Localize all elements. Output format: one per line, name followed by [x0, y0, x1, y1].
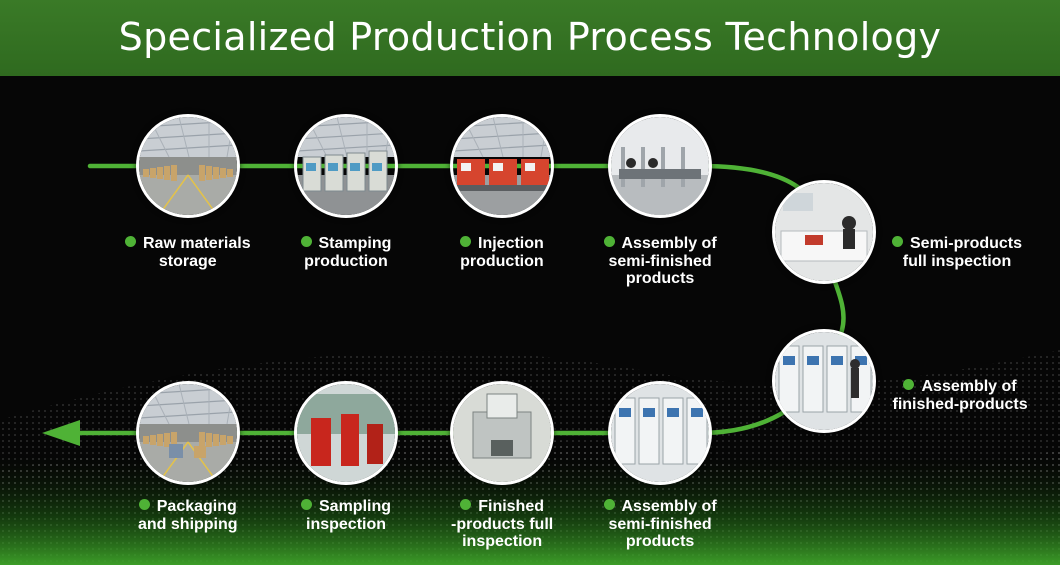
step-label-line: production	[460, 252, 544, 270]
step-label-line: production	[304, 252, 388, 270]
bullet-dot-icon	[603, 236, 615, 247]
warehouse-photo	[136, 114, 240, 218]
step-label-line: Assembly of	[893, 378, 1028, 396]
inspection-station-photo	[772, 180, 876, 284]
finished-assembly-photo	[772, 329, 876, 433]
step-label-line: Raw materials	[125, 235, 251, 253]
flow-arrow-head	[42, 420, 80, 446]
stamping-machines-photo	[294, 114, 398, 218]
step-label-text: Raw materials	[143, 235, 251, 252]
step-label-line: and shipping	[138, 515, 238, 533]
step-label-line: Sampling	[301, 498, 391, 516]
packaging-warehouse-photo	[136, 381, 240, 485]
bullet-dot-icon	[300, 236, 312, 247]
step-label-text: Injection	[478, 235, 544, 252]
bullet-dot-icon	[903, 379, 915, 390]
step-label-text: Finished	[478, 498, 544, 515]
step-label-line: finished-products	[892, 395, 1028, 413]
step-label-line: Finished	[451, 498, 553, 516]
bullet-dot-icon	[138, 499, 150, 510]
step-label-text: Sampling	[319, 498, 392, 515]
step-label-line: semi-finished	[608, 252, 712, 270]
step-label-line: storage	[158, 252, 217, 270]
step-label-line: Injection	[460, 235, 544, 253]
step-label-line: products	[625, 270, 695, 287]
step-label-text: Semi-products	[910, 235, 1023, 252]
injection-machines-photo	[450, 114, 554, 218]
step-label-line: inspection	[306, 515, 387, 533]
assembly-line-photo	[608, 114, 712, 218]
step-label-line: inspection	[462, 533, 543, 550]
step-label-line: Assembly of	[603, 498, 717, 516]
automated-line-photo	[608, 381, 712, 485]
bullet-dot-icon	[125, 236, 136, 247]
step-label-line: Assembly of	[603, 235, 717, 253]
header-banner: Specialized Production Process Technolog…	[0, 0, 1060, 76]
bullet-dot-icon	[603, 499, 615, 510]
bullet-dot-icon	[460, 236, 471, 247]
page-title: Specialized Production Process Technolog…	[118, 15, 942, 59]
step-label-line: Stamping	[300, 235, 392, 253]
bullet-dot-icon	[892, 236, 903, 247]
step-label-line: Packaging	[138, 498, 238, 516]
step-label-line: semi-finished	[608, 515, 712, 533]
step-label-text: Stamping	[318, 235, 392, 252]
step-label-line: Semi-products	[892, 235, 1022, 253]
sampling-lab-photo	[294, 381, 398, 485]
step-label-line: -products full	[451, 515, 554, 533]
step-label-text: Packaging	[156, 498, 237, 515]
step-label-text: Assembly of	[921, 378, 1017, 395]
step-label-line: full inspection	[902, 252, 1012, 270]
bullet-dot-icon	[460, 499, 472, 510]
step-label-line: products	[625, 533, 695, 550]
step-label-text: Assembly of	[621, 498, 717, 515]
test-equipment-photo	[450, 381, 554, 485]
bullet-dot-icon	[301, 499, 312, 510]
step-label-text: Assembly of	[621, 235, 717, 252]
